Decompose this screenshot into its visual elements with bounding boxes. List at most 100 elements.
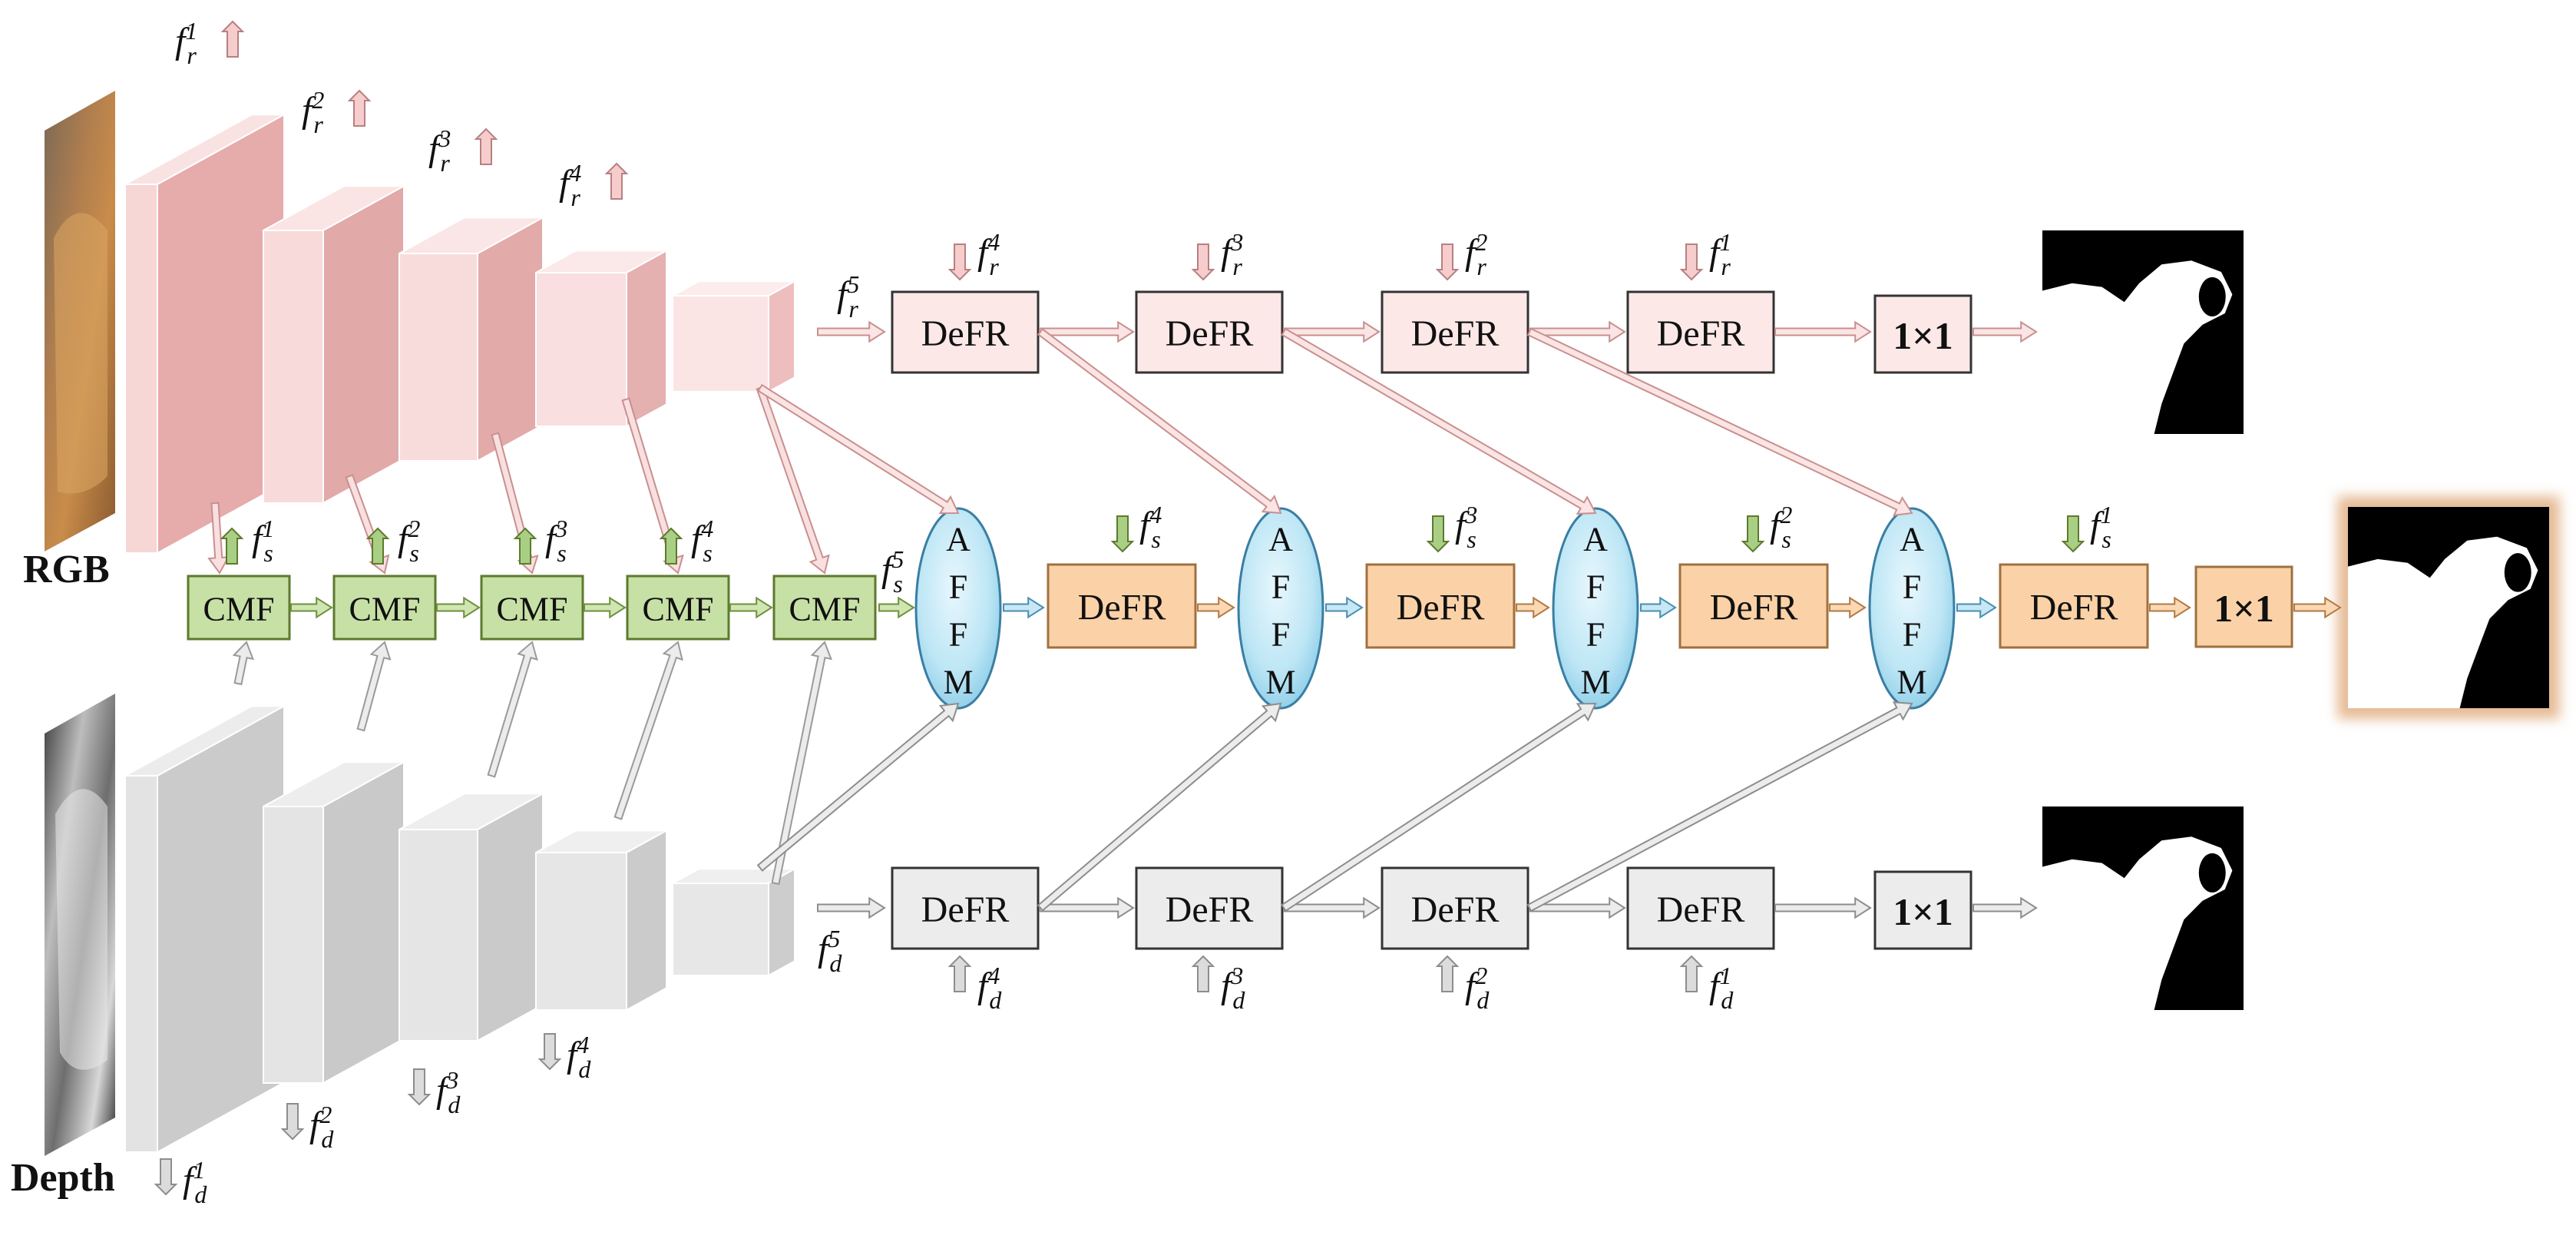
cmf-chain-arrow-4 bbox=[729, 596, 773, 619]
depth-encoder-symbol-1: f1d bbox=[183, 1158, 207, 1207]
rgb-defr-1-label: DeFR bbox=[921, 313, 1010, 354]
fused-defr-symbol-4-level: 1 bbox=[2100, 501, 2113, 528]
depth-encoder-block-5-side bbox=[768, 867, 795, 977]
rgb-encoder-block-5-side bbox=[768, 280, 795, 393]
depth-encoder-symbol-3: f3d bbox=[436, 1068, 460, 1117]
rgb-defr-symbol-3-subscript: r bbox=[1476, 253, 1486, 280]
rgb-encoder-symbol-1-base: f bbox=[175, 21, 186, 61]
cmf-symbol-1-level: 1 bbox=[262, 515, 275, 542]
cmf-label-3: CMF bbox=[497, 591, 568, 628]
fused-to-output-arrow bbox=[2293, 596, 2342, 619]
depth-defr-symbol-4: f1d bbox=[1709, 963, 1733, 1012]
depth-f5-symbol-base: f bbox=[818, 929, 828, 969]
depth-defr-symbol-2: f3d bbox=[1221, 963, 1245, 1012]
fused-defr-down-arrow-1 bbox=[1110, 515, 1135, 553]
depth-defr-4: DeFR bbox=[1626, 866, 1775, 950]
depth-encoder-block-1 bbox=[124, 704, 285, 1154]
depth-encoder-symbol-1-subscript: d bbox=[194, 1181, 207, 1208]
fused-defr-1: DeFR bbox=[1047, 563, 1197, 649]
depth-defr-symbol-3-base: f bbox=[1465, 965, 1476, 1006]
depth-defr-up-arrow-2 bbox=[1191, 955, 1215, 992]
rgb-defr-symbol-4-base: f bbox=[1709, 232, 1720, 273]
rgb-defr-2: DeFR bbox=[1135, 290, 1284, 374]
cmf-symbol-2-base: f bbox=[398, 518, 408, 559]
depth-defr-symbol-1-level: 4 bbox=[987, 962, 1000, 989]
depth-defr-up-arrow-4 bbox=[1679, 955, 1704, 992]
cmf-module-1: CMF bbox=[187, 575, 291, 641]
depth-defr-3-label: DeFR bbox=[1411, 889, 1500, 930]
rgb-encoder-up-arrow-1 bbox=[220, 20, 245, 58]
depth-encoder-block-1-front bbox=[124, 775, 158, 1153]
depth-defr-1-box bbox=[891, 866, 1040, 950]
affm-letter-2-3: F bbox=[1271, 616, 1290, 654]
affm-letter-3-1: A bbox=[1583, 521, 1608, 558]
depth-defr-2-box bbox=[1135, 866, 1284, 950]
affm-ellipse-1 bbox=[914, 507, 1002, 710]
depth-defr-up-arrow-3 bbox=[1435, 955, 1460, 992]
depth-encoder-block-4-front bbox=[535, 852, 627, 1011]
depth-saliency-mask-icon-silhouette bbox=[2042, 836, 2233, 1010]
cmf-symbol-2-subscript: s bbox=[409, 539, 419, 567]
depth-defr-symbol-3-level: 2 bbox=[1475, 962, 1488, 989]
rgb-to-affm-arrow-4 bbox=[1526, 327, 1913, 517]
fused-defr-box-4 bbox=[1999, 563, 2149, 649]
depth-encoder-symbol-3-subscript: d bbox=[448, 1091, 461, 1118]
rgb-row-arrow-4 bbox=[1774, 320, 1872, 343]
cmf-symbol-3-base: f bbox=[545, 518, 556, 559]
rgb-f5-input-arrow bbox=[817, 320, 886, 343]
cmf-symbol-3-level: 3 bbox=[555, 515, 568, 542]
depth-encoder-block-2 bbox=[263, 760, 405, 1085]
cmf-box-1 bbox=[187, 575, 291, 641]
fused-conv1x1-box bbox=[2194, 565, 2293, 648]
rgb-encoder-block-4 bbox=[535, 249, 667, 428]
rgb-row-arrow-1 bbox=[1039, 320, 1135, 343]
rgb-to-affm-arrow-2 bbox=[1037, 327, 1282, 515]
cmf-module-4: CMF bbox=[626, 575, 730, 641]
depth-encoder-symbol-2-subscript: d bbox=[321, 1125, 334, 1153]
rgb-encoder-symbol-4-subscript: r bbox=[570, 184, 580, 211]
rgb-encoder-symbol-2: f2r bbox=[302, 88, 324, 137]
rgb-encoder-block-2 bbox=[263, 184, 405, 505]
cmf-module-2: CMF bbox=[332, 575, 437, 641]
rgb-conv1x1-label: 1×1 bbox=[1893, 314, 1953, 357]
affm-letter-3-3: F bbox=[1586, 616, 1605, 654]
fused-defr-symbol-1-subscript: s bbox=[1151, 525, 1161, 553]
rgb-encoder-symbol-2-subscript: r bbox=[313, 111, 323, 138]
depth-defr-symbol-1-subscript: d bbox=[989, 986, 1002, 1014]
rgb-encoder-symbol-1-subscript: r bbox=[187, 41, 197, 69]
depth-defr-symbol-4-level: 1 bbox=[1719, 962, 1732, 989]
fused-defr-label-3: DeFR bbox=[1710, 588, 1798, 628]
cmf-symbol-4-base: f bbox=[691, 518, 702, 559]
cmf-box-5 bbox=[772, 575, 877, 641]
affm-to-defr-arrow-4 bbox=[1956, 596, 1997, 619]
affm-ellipse-4 bbox=[1868, 507, 1956, 710]
cmf-label-1: CMF bbox=[203, 591, 275, 628]
depth-defr-symbol-3-subscript: d bbox=[1476, 986, 1490, 1014]
depth-encoder-symbol-3-level: 3 bbox=[446, 1066, 459, 1094]
depth-defr-3: DeFR bbox=[1381, 866, 1529, 950]
cmf5-symbol: f5s bbox=[881, 547, 904, 596]
rgb-defr-2-label: DeFR bbox=[1166, 313, 1254, 354]
rgb-to-cmf-arrow-5 bbox=[756, 386, 830, 575]
affm-letter-4-3: F bbox=[1903, 616, 1921, 654]
depth-to-cmf-arrow-4 bbox=[613, 641, 683, 820]
cmf-chain-arrow-3 bbox=[584, 596, 627, 619]
fused-conv1x1: 1×1 bbox=[2194, 565, 2293, 648]
rgb-encoder-symbol-2-base: f bbox=[302, 90, 312, 131]
rgb-defr-symbol-3: f2r bbox=[1465, 230, 1487, 279]
cmf-up-arrow-4 bbox=[659, 527, 683, 565]
rgb-encoder-block-5-front bbox=[672, 295, 769, 392]
fused-defr-symbol-4-subscript: s bbox=[2101, 525, 2111, 553]
fused-defr-symbol-1-level: 4 bbox=[1149, 501, 1162, 528]
depth-to-cmf-arrow-5 bbox=[771, 641, 832, 886]
rgb-encoder-block-3 bbox=[398, 216, 544, 462]
depth-f5-symbol-level: 5 bbox=[828, 925, 841, 952]
affm-letter-2-1: A bbox=[1268, 521, 1293, 558]
fused-defr-label-4: DeFR bbox=[2030, 588, 2118, 628]
affm-letter-1-3: F bbox=[949, 616, 967, 654]
rgb-defr-symbol-4: f1r bbox=[1709, 230, 1731, 279]
